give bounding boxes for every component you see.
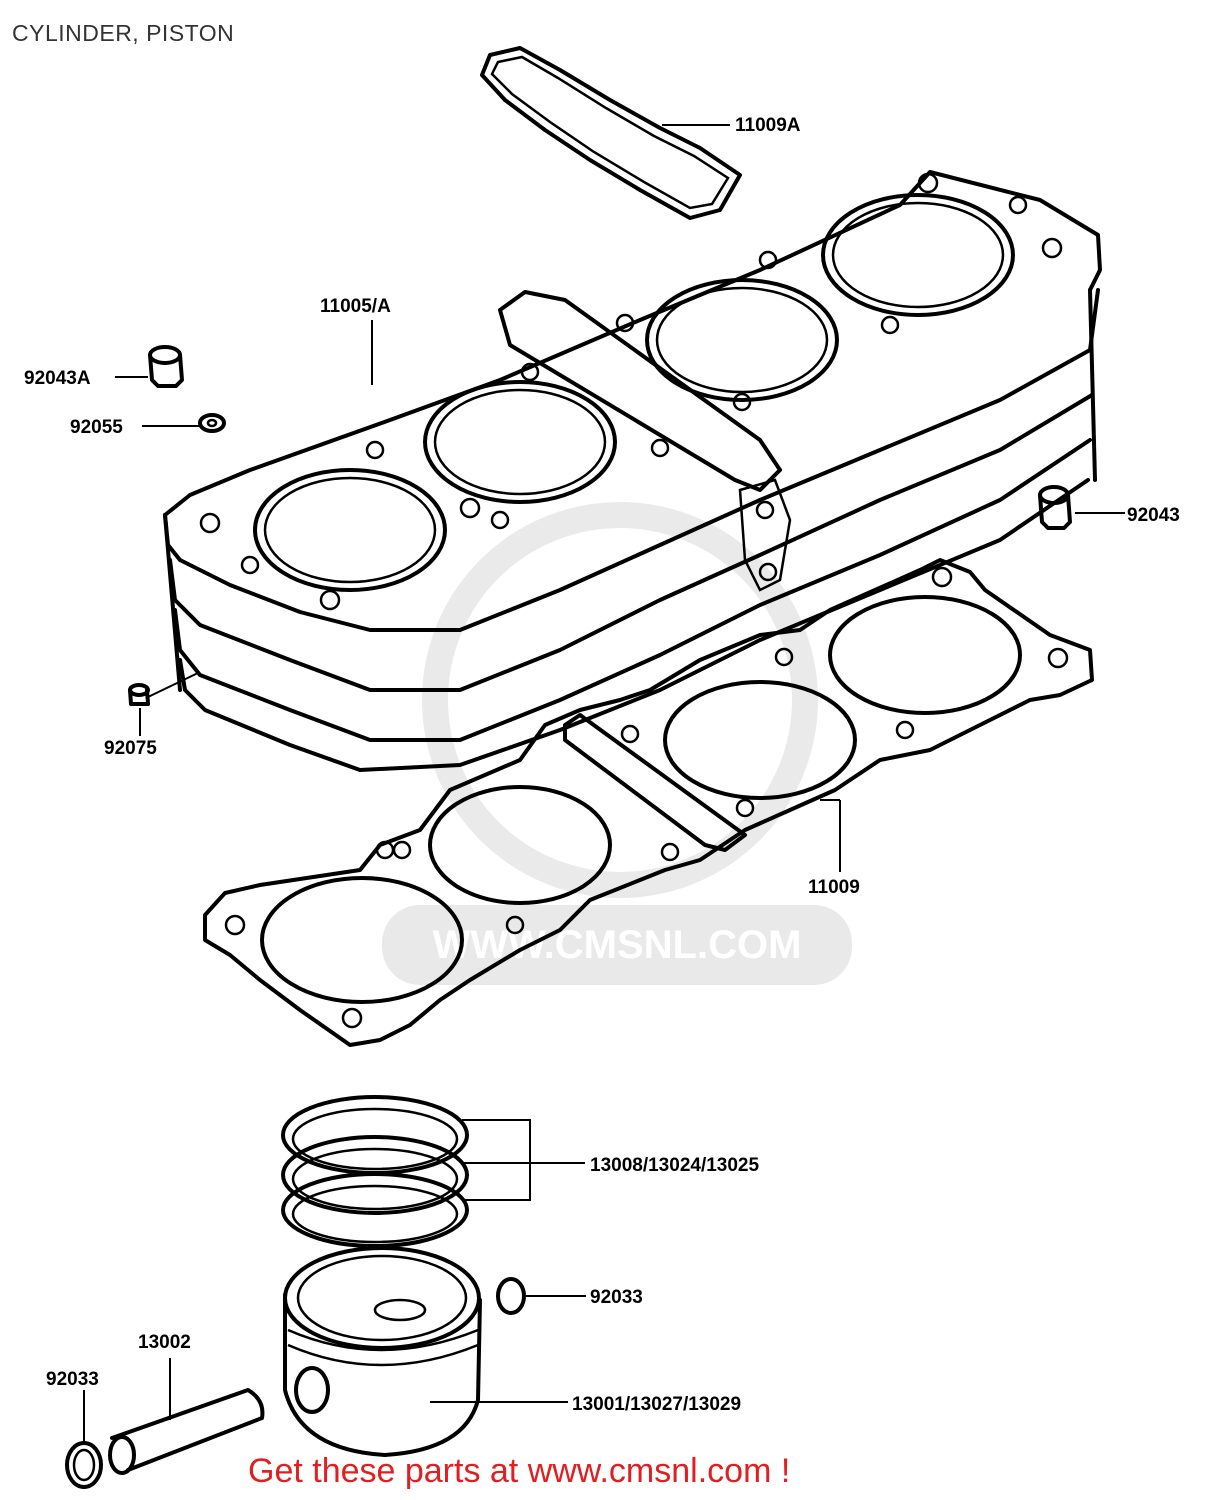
label-92043[interactable]: 92043 xyxy=(1127,505,1180,526)
piston-rings[interactable] xyxy=(281,1095,469,1248)
get-parts-link[interactable]: Get these parts at www.cmsnl.com ! xyxy=(248,1452,791,1490)
washer[interactable] xyxy=(198,413,226,433)
label-92033-right[interactable]: 92033 xyxy=(590,1287,643,1308)
gasket-head-cover[interactable] xyxy=(480,46,742,220)
cylinder-block[interactable] xyxy=(163,170,1102,772)
label-11009a[interactable]: 11009A xyxy=(735,115,801,136)
page-title: CYLINDER, PISTON xyxy=(12,20,235,46)
watermark: WWW.CMSNL.COM xyxy=(382,502,852,985)
label-13002[interactable]: 13002 xyxy=(138,1332,191,1353)
label-92043a[interactable]: 92043A xyxy=(24,368,91,389)
piston-pin[interactable] xyxy=(108,1388,265,1475)
label-92075[interactable]: 92075 xyxy=(104,738,157,759)
label-92033-left[interactable]: 92033 xyxy=(46,1369,99,1390)
label-11005a[interactable]: 11005/A xyxy=(320,296,391,317)
circlip-right[interactable] xyxy=(496,1277,526,1315)
dowel-pin-a[interactable] xyxy=(148,345,184,388)
label-13008-13024-13025[interactable]: 13008/13024/13025 xyxy=(590,1155,759,1176)
leader-lines xyxy=(83,124,1125,1443)
label-92055[interactable]: 92055 xyxy=(70,417,123,438)
plug[interactable] xyxy=(128,683,150,706)
base-gasket[interactable] xyxy=(203,558,1094,1047)
dowel-pin[interactable] xyxy=(1038,485,1072,530)
piston[interactable] xyxy=(283,1246,482,1457)
part-labels: 11009A 11005/A 92043A 92055 92043 92075 … xyxy=(24,115,1180,1415)
label-13001-13027-13029[interactable]: 13001/13027/13029 xyxy=(572,1394,741,1415)
label-11009[interactable]: 11009 xyxy=(808,877,860,898)
watermark-text: WWW.CMSNL.COM xyxy=(433,923,802,967)
circlip-left[interactable] xyxy=(65,1441,103,1489)
